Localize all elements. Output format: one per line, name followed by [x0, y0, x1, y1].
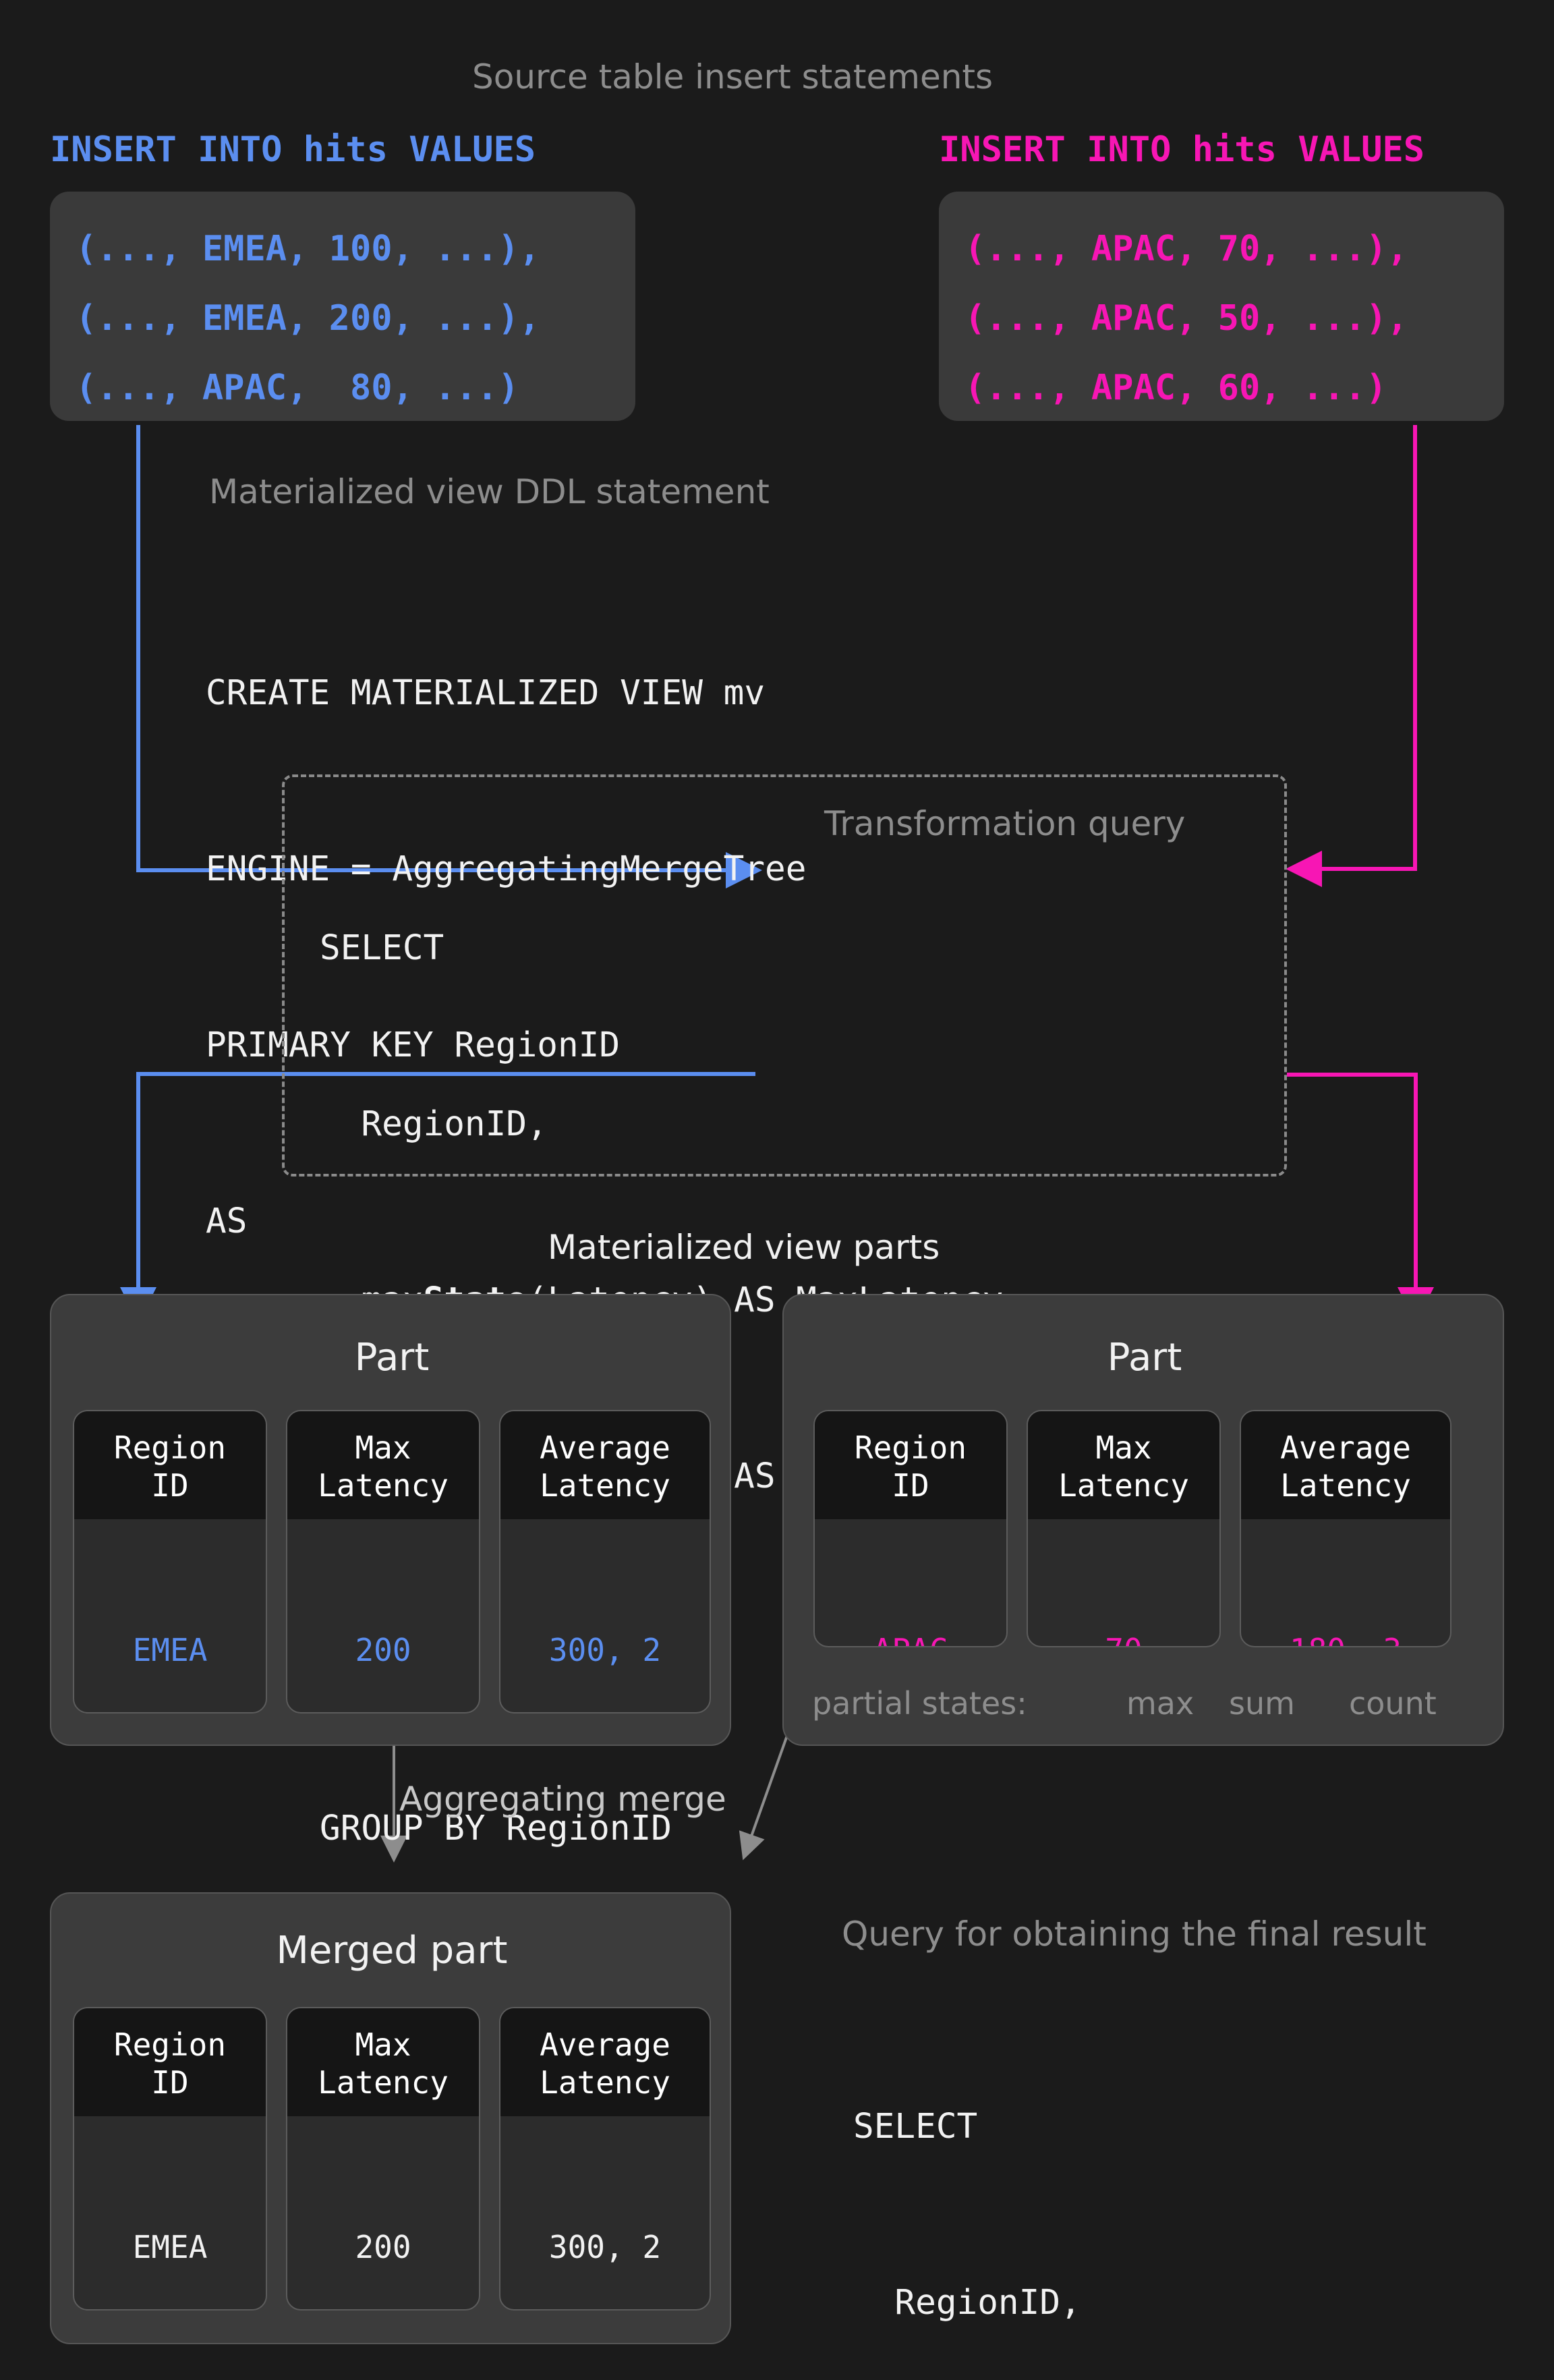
- query-line: SELECT: [320, 928, 444, 968]
- insert-values-box-1: (..., EMEA, 100, ...), (..., EMEA, 200, …: [50, 192, 635, 421]
- column-header: Region ID: [74, 2008, 266, 2116]
- mv-ddl-code: CREATE MATERIALIZED VIEW mv ENGINE = Agg…: [206, 546, 806, 1368]
- insert-row: (..., APAC, 60, ...): [965, 368, 1387, 408]
- column-header: Average Latency: [500, 2008, 710, 2116]
- insert-values-box-2: (..., APAC, 70, ...), (..., APAC, 50, ..…: [939, 192, 1504, 421]
- merged-column-average-latency: Average Latency 300, 2 260, 4: [499, 2007, 711, 2311]
- part-column-region-id: Region ID EMEA APAC: [73, 1410, 267, 1713]
- table-cell: 70: [1028, 1615, 1219, 1646]
- transformation-query-box: Transformation query SELECT RegionID, ma…: [282, 774, 1287, 1848]
- insert-row: (..., APAC, 70, ...),: [965, 229, 1408, 269]
- partial-states-label: partial states:: [812, 1685, 1027, 1722]
- table-cell: 200: [355, 2229, 411, 2265]
- insert-row: (..., EMEA, 100, ...),: [76, 229, 540, 269]
- part-panel-1: Part Region ID EMEA APAC Max Latency 200…: [50, 1294, 731, 1746]
- aggregating-merge-label: Aggregating merge: [399, 1780, 726, 1819]
- table-cell: EMEA: [132, 1632, 208, 1668]
- mv-parts-heading: Materialized view parts: [548, 1228, 940, 1267]
- merged-part-panel: Merged part Region ID EMEA APAC Max Late…: [50, 1892, 731, 2344]
- connector-pink-insert-to-query: [1286, 425, 1417, 887]
- table-cell: 300, 2: [548, 1632, 662, 1668]
- merged-column-region-id: Region ID EMEA APAC: [73, 2007, 267, 2311]
- source-inserts-heading: Source table insert statements: [472, 57, 994, 96]
- connector-pink-query-to-part: [1287, 1073, 1434, 1324]
- part-column-average-latency: Average Latency 180, 3: [1240, 1410, 1451, 1647]
- insert-statement-header-2: INSERT INTO hits VALUES: [939, 130, 1425, 170]
- column-header: Max Latency: [287, 2008, 479, 2116]
- column-header: Average Latency: [1241, 1411, 1450, 1519]
- ddl-line: ENGINE = AggregatingMergeTree: [206, 849, 807, 889]
- partial-state-max: max: [1126, 1685, 1195, 1722]
- table-cell: 300, 2: [548, 2229, 662, 2265]
- part-panel-2: Part Region ID APAC Max Latency 70 Avera…: [782, 1294, 1504, 1746]
- ddl-line: CREATE MATERIALIZED VIEW mv: [206, 673, 766, 713]
- insert-row: (..., APAC, 50, ...),: [965, 298, 1408, 339]
- table-cell: APAC: [815, 1615, 1006, 1646]
- query-line: SELECT: [853, 2107, 978, 2147]
- table-cell: 180, 3: [1241, 1615, 1450, 1646]
- merged-part-title: Merged part: [276, 1929, 508, 1973]
- table-cell: EMEA: [132, 2229, 208, 2265]
- mv-ddl-heading: Materialized view DDL statement: [209, 472, 770, 511]
- column-header: Max Latency: [1028, 1411, 1219, 1519]
- partial-state-sum: sum: [1229, 1685, 1295, 1722]
- part-title: Part: [1107, 1336, 1182, 1380]
- part-column-region-id: Region ID APAC: [813, 1410, 1008, 1647]
- final-query-code: SELECT RegionID, maxMerge(MaxLatency), a…: [853, 1980, 1329, 2380]
- part-column-max-latency: Max Latency 200 80: [286, 1410, 480, 1713]
- insert-row: (..., EMEA, 200, ...),: [76, 298, 540, 339]
- partial-state-count: count: [1349, 1685, 1437, 1722]
- query-line: RegionID,: [320, 1104, 548, 1144]
- column-header: Max Latency: [287, 1411, 479, 1519]
- query-line: RegionID,: [853, 2283, 1081, 2323]
- part-column-max-latency: Max Latency 70: [1027, 1410, 1221, 1647]
- query-line: GROUP BY RegionID: [320, 1809, 672, 1848]
- insert-statement-header-1: INSERT INTO hits VALUES: [50, 130, 536, 170]
- part-column-average-latency: Average Latency 300, 2 80, 1: [499, 1410, 711, 1713]
- transformation-query-heading: Transformation query: [824, 804, 1186, 843]
- insert-row: (..., APAC, 80, ...): [76, 368, 519, 408]
- merged-column-max-latency: Max Latency 200 80: [286, 2007, 480, 2311]
- column-header: Region ID: [74, 1411, 266, 1519]
- final-query-heading: Query for obtaining the final result: [842, 1915, 1427, 1954]
- column-header: Region ID: [815, 1411, 1006, 1519]
- table-cell: 200: [355, 1632, 411, 1668]
- ddl-line: AS: [206, 1201, 248, 1241]
- column-header: Average Latency: [500, 1411, 710, 1519]
- part-title: Part: [354, 1336, 430, 1380]
- ddl-line: PRIMARY KEY RegionID: [206, 1025, 621, 1065]
